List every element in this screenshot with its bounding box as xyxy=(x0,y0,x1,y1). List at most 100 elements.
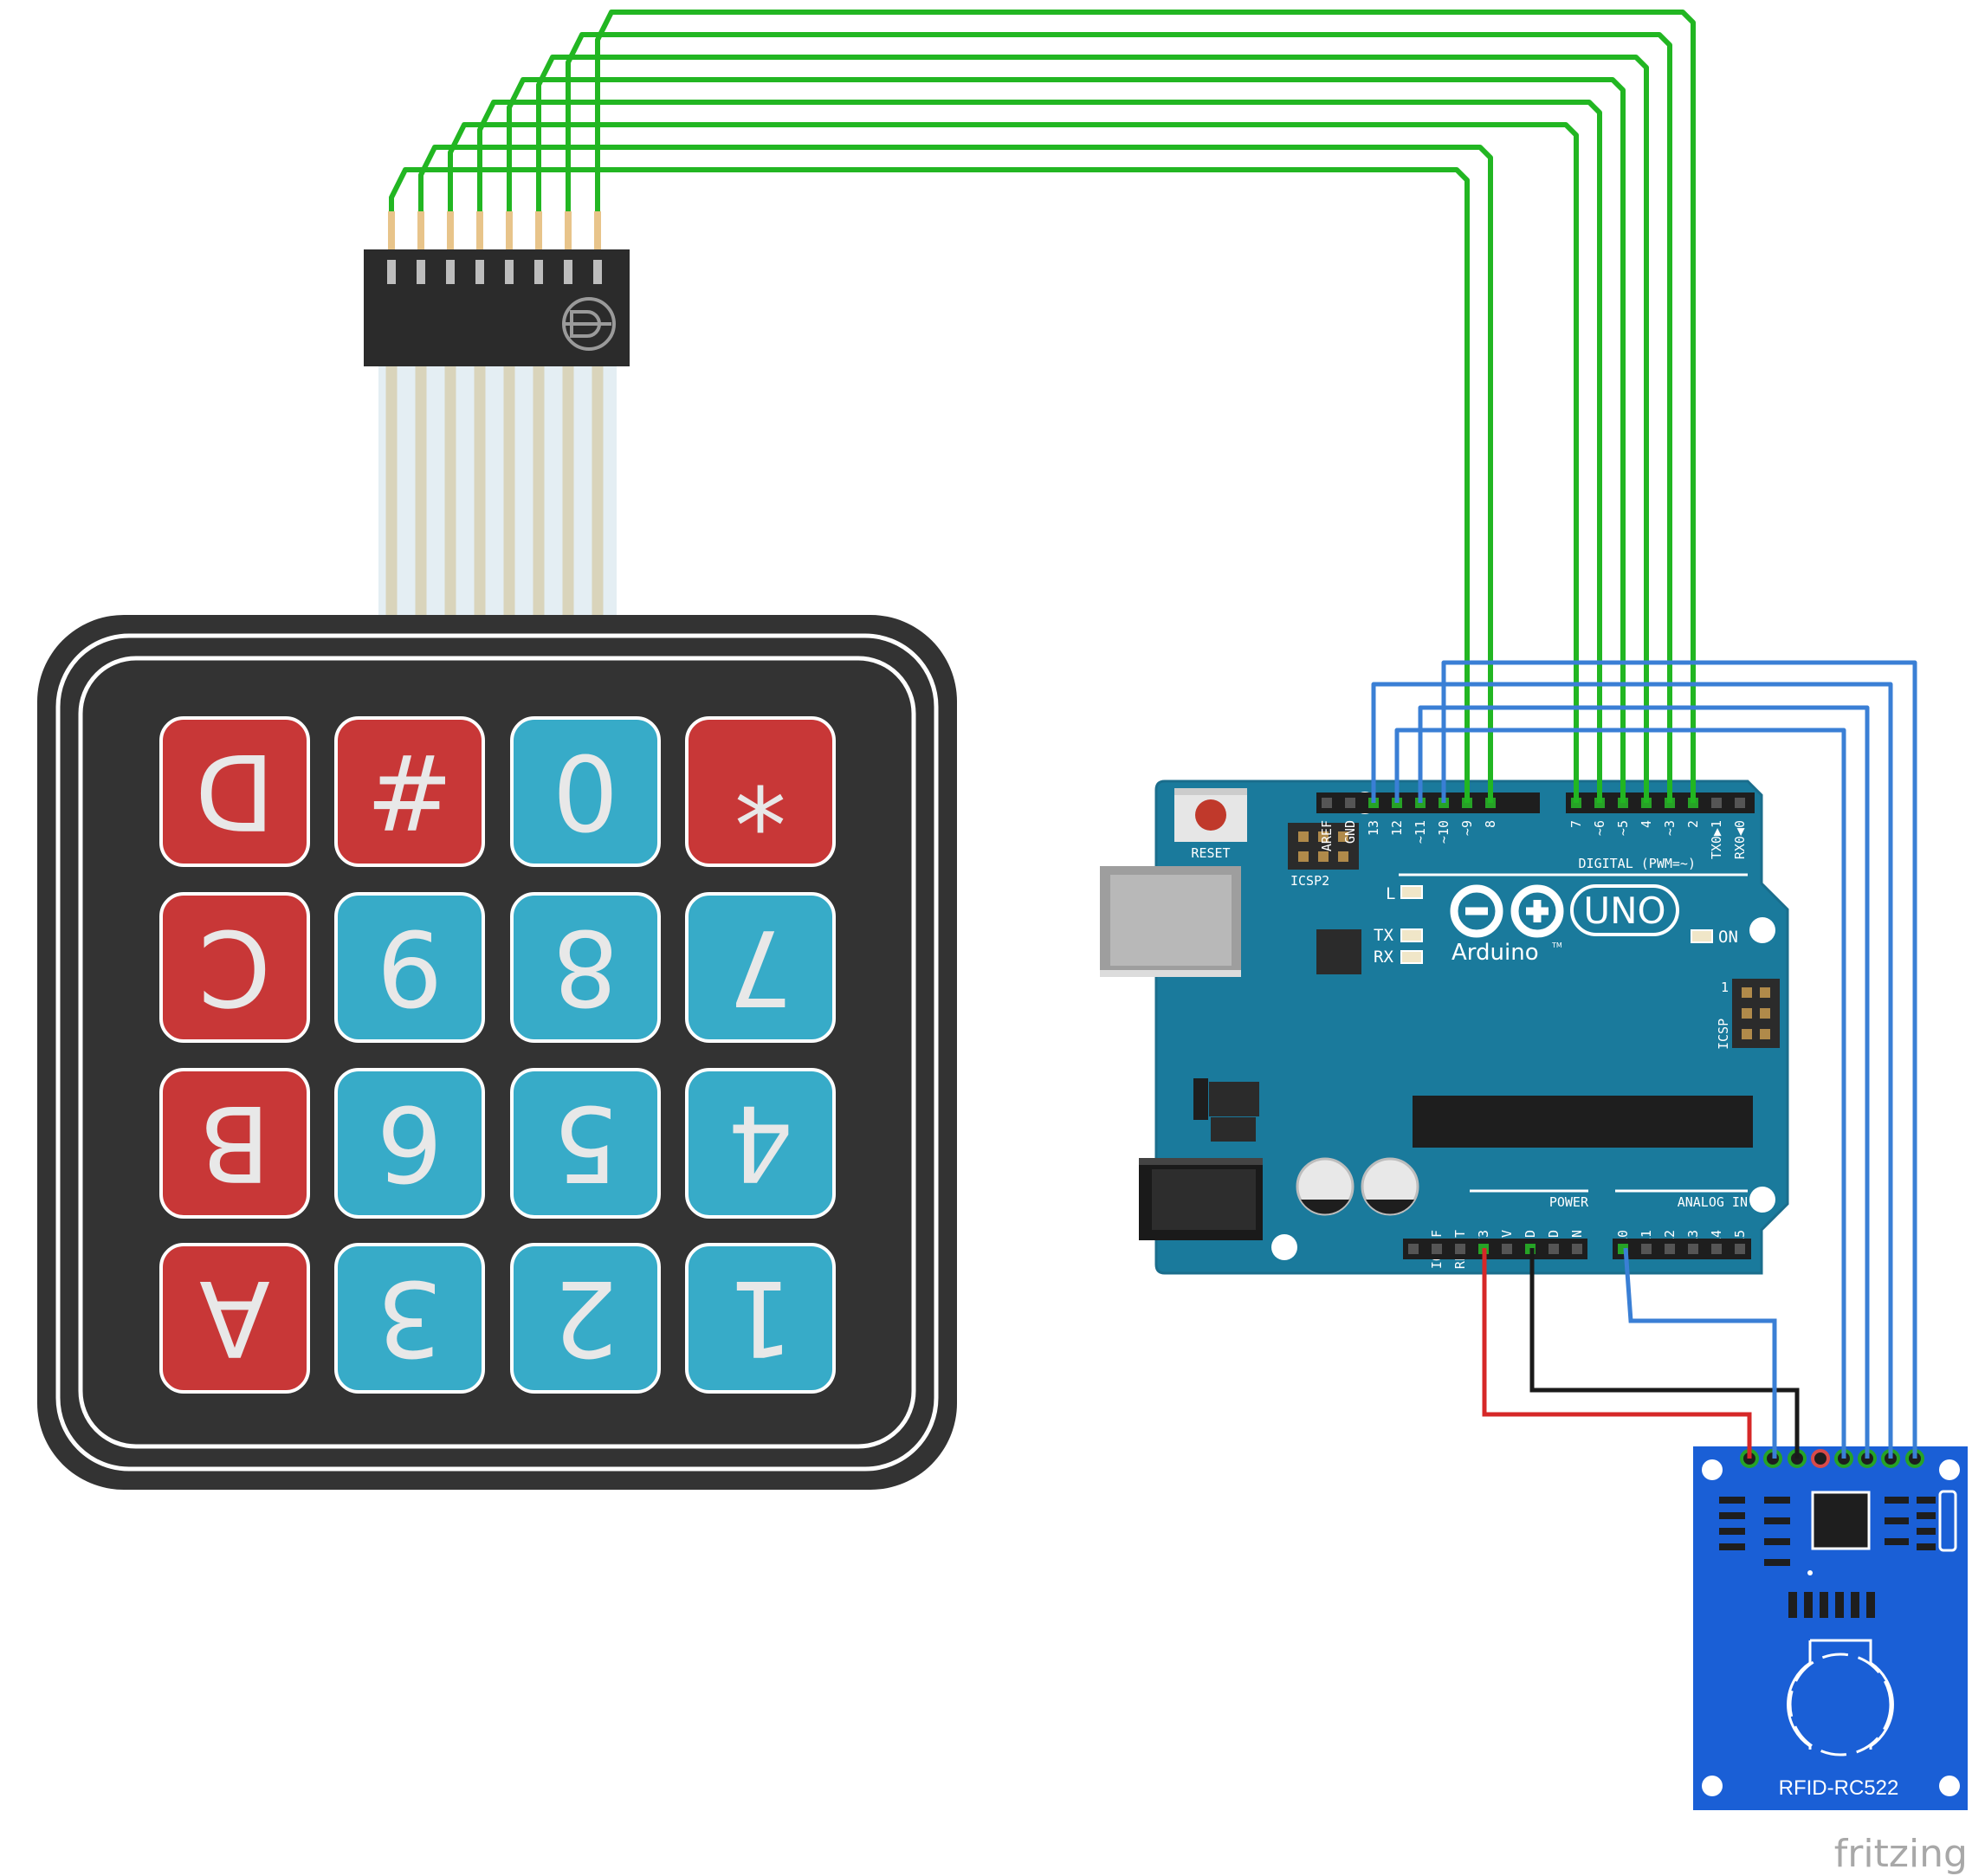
keypad-key[interactable]: 5 xyxy=(510,1068,661,1219)
header-pin xyxy=(506,211,513,249)
pin-label: 2 xyxy=(1685,820,1701,828)
header-slot xyxy=(387,260,396,284)
header-pin xyxy=(1688,1244,1698,1254)
header-slot xyxy=(417,260,425,284)
led-rx xyxy=(1400,950,1423,964)
icsp-pin xyxy=(1742,1008,1752,1019)
icsp-pin xyxy=(1760,1029,1770,1039)
header-pin xyxy=(447,211,454,249)
icsp-pin xyxy=(1742,987,1752,998)
capacitor xyxy=(1296,1157,1355,1216)
header-slot xyxy=(593,260,602,284)
pin-label: ~6 xyxy=(1592,820,1607,836)
header-pin xyxy=(565,211,572,249)
voltage-regulator xyxy=(1193,1078,1259,1142)
header-pin xyxy=(1549,1244,1559,1254)
keypad-key[interactable]: B xyxy=(159,1068,310,1219)
led-l-label: L xyxy=(1386,884,1395,903)
mounting-hole xyxy=(1702,1459,1723,1480)
key-label: D xyxy=(195,730,275,851)
rfid-pad xyxy=(1804,1592,1813,1618)
led-l xyxy=(1400,885,1423,899)
pin-label: ~5 xyxy=(1615,820,1631,836)
header-pin xyxy=(1502,1244,1512,1254)
header-pin xyxy=(476,211,483,249)
keypad-key[interactable]: D xyxy=(159,716,310,867)
power-header xyxy=(1403,1239,1587,1259)
pin-label: 8 xyxy=(1483,820,1498,828)
icsp-pin xyxy=(1318,831,1329,842)
keypad-key[interactable]: * xyxy=(685,716,836,867)
arduino-infinity-logo xyxy=(1450,884,1564,938)
brand-tm: TM xyxy=(1551,941,1562,949)
spi-wire xyxy=(1394,728,1846,1459)
header-pin xyxy=(1735,1244,1745,1254)
power-label: POWER xyxy=(1549,1194,1589,1210)
header-pin xyxy=(1432,1244,1442,1254)
rfid-ground-wire xyxy=(1529,1248,1800,1459)
keypad-key[interactable]: 9 xyxy=(334,892,485,1043)
rfid-crystal xyxy=(1938,1490,1957,1552)
power-jack xyxy=(1139,1158,1263,1240)
key-label: # xyxy=(366,730,454,851)
keypad-key[interactable]: 4 xyxy=(685,1068,836,1219)
pin-label: 13 xyxy=(1366,820,1381,836)
keypad-key[interactable]: 6 xyxy=(334,1068,485,1219)
digital-label: DIGITAL (PWM=~) xyxy=(1579,856,1696,871)
brand-text: Arduino xyxy=(1452,940,1539,966)
keypad-wire xyxy=(477,100,1602,803)
keypad-wire xyxy=(448,122,1579,803)
spi-wire xyxy=(1441,660,1917,1459)
header-pin xyxy=(1322,798,1332,808)
icsp-pin xyxy=(1742,1029,1752,1039)
rfid-right-pads xyxy=(1885,1497,1936,1550)
header-slot xyxy=(475,260,484,284)
rfid-chip xyxy=(1811,1491,1871,1550)
keypad-key[interactable]: 2 xyxy=(510,1243,661,1394)
rfid-pin xyxy=(1811,1449,1830,1468)
keypad-key[interactable]: 3 xyxy=(334,1243,485,1394)
key-label: 9 xyxy=(377,906,443,1026)
key-label: 6 xyxy=(377,1082,443,1202)
digital-header-right xyxy=(1566,792,1755,813)
icsp-pin1-label: 1 xyxy=(1721,980,1729,995)
pin-label: ~11 xyxy=(1413,820,1428,844)
keypad-key[interactable]: A xyxy=(159,1243,310,1394)
rfid-label: RFID-RC522 xyxy=(1779,1776,1899,1800)
header-pin xyxy=(1455,1244,1465,1254)
pin-label: AREF xyxy=(1319,820,1335,851)
keypad-wire xyxy=(418,145,1493,803)
icsp-pin xyxy=(1338,831,1348,842)
keypad-key[interactable]: # xyxy=(334,716,485,867)
rfid-pad xyxy=(1851,1592,1859,1618)
capacitor xyxy=(1361,1157,1419,1216)
keypad-key[interactable]: 1 xyxy=(685,1243,836,1394)
header-pin xyxy=(1711,1244,1722,1254)
header-pin xyxy=(1735,798,1745,808)
key-label: 0 xyxy=(553,730,618,851)
key-label: 1 xyxy=(727,1257,793,1377)
spi-wire xyxy=(1418,705,1870,1459)
mounting-hole xyxy=(1939,1776,1960,1796)
mounting-hole xyxy=(1702,1776,1723,1796)
keypad-key[interactable]: 7 xyxy=(685,892,836,1043)
pin-label: 7 xyxy=(1568,820,1584,828)
header-pin xyxy=(388,211,395,249)
icsp-pin xyxy=(1760,1008,1770,1019)
keypad-wires xyxy=(389,10,1696,803)
keypad-key[interactable]: 8 xyxy=(510,892,661,1043)
spi-wire xyxy=(1371,682,1893,1459)
header-pin xyxy=(1572,1244,1582,1254)
rfid-antenna xyxy=(1787,1639,1894,1756)
rfid-pad xyxy=(1820,1592,1828,1618)
icsp2-label: ICSP2 xyxy=(1290,873,1329,889)
fritzing-watermark: fritzing xyxy=(1834,1832,1968,1876)
keypad-key[interactable]: C xyxy=(159,892,310,1043)
mounting-hole xyxy=(1271,1234,1297,1260)
pin-label: RX0◀0 xyxy=(1732,820,1748,859)
keypad-wire xyxy=(536,55,1649,803)
keypad-key[interactable]: 0 xyxy=(510,716,661,867)
header-slot xyxy=(564,260,572,284)
icsp-pin xyxy=(1760,987,1770,998)
